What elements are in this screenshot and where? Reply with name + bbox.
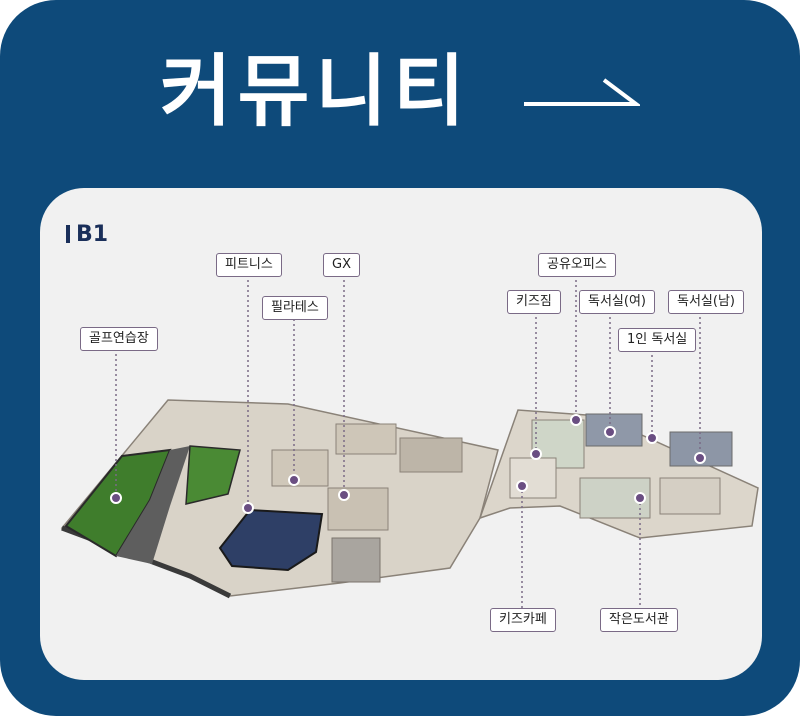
callout-fitness[interactable]: 피트니스: [216, 253, 282, 277]
room-b: [399, 437, 463, 473]
marker-shared-office: [570, 414, 582, 426]
floor-marker-bar: [66, 225, 70, 243]
room-right: [659, 477, 721, 515]
marker-kids-cafe: [516, 480, 528, 492]
callout-reading-male[interactable]: 독서실(남): [668, 290, 744, 314]
callout-shared-office[interactable]: 공유오피스: [538, 253, 616, 277]
marker-pilates: [288, 474, 300, 486]
callout-single-reading[interactable]: 1인 독서실: [618, 328, 697, 352]
callout-kids-cafe[interactable]: 키즈카페: [490, 608, 556, 632]
callout-reading-female[interactable]: 독서실(여): [579, 290, 655, 314]
floor-name: B1: [76, 222, 109, 247]
callout-gx[interactable]: GX: [323, 253, 360, 277]
arrow-right-icon: [524, 77, 641, 106]
callout-small-library[interactable]: 작은도서관: [600, 608, 678, 632]
marker-golf: [110, 492, 122, 504]
marker-gx: [338, 489, 350, 501]
marker-kids-gym: [530, 448, 542, 460]
room-c: [331, 537, 381, 583]
golf-corridor: [116, 446, 190, 564]
page-title: 커뮤니티: [159, 46, 471, 137]
room-a: [335, 423, 397, 455]
floor-plan-map: [60, 399, 759, 599]
callout-pilates[interactable]: 필라테스: [262, 296, 328, 320]
callout-lines: [110, 275, 706, 608]
floor-label: B1: [66, 222, 108, 247]
callout-kids-gym[interactable]: 키즈짐: [507, 290, 561, 314]
room-kids: [509, 457, 557, 499]
marker-reading-female: [604, 426, 616, 438]
marker-small-library: [634, 492, 646, 504]
marker-fitness: [242, 502, 254, 514]
page-title-row: 커뮤니티: [0, 48, 800, 131]
marker-reading-male: [694, 452, 706, 464]
marker-single-reading: [646, 432, 658, 444]
golf-area-2: [185, 445, 241, 505]
floor-plan-panel: B1: [40, 188, 762, 680]
callout-golf[interactable]: 골프연습장: [80, 327, 158, 351]
